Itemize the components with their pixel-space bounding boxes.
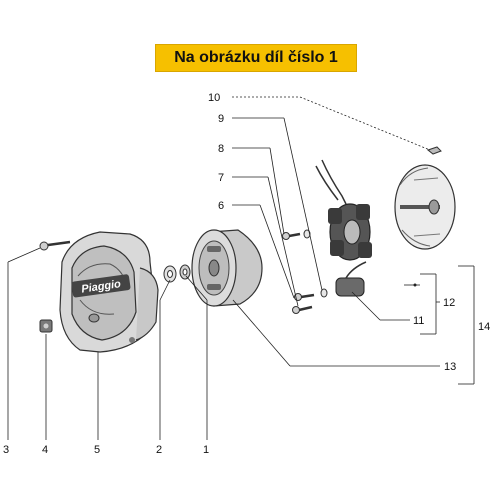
engine-case — [394, 164, 456, 250]
callout-7: 7 — [218, 172, 224, 184]
stator — [315, 159, 372, 261]
callout-5: 5 — [94, 444, 100, 456]
part-number-banner: Na obrázku díl číslo 1 — [155, 44, 357, 72]
nut — [39, 319, 53, 333]
leader-lines — [7, 96, 475, 440]
woodruff-key — [426, 146, 442, 155]
callout-13: 13 — [444, 361, 456, 373]
pickup-coil — [335, 261, 367, 297]
flywheel-cover: Piaggio — [59, 231, 159, 353]
callout-4: 4 — [42, 444, 48, 456]
cover-logo: Piaggio — [81, 278, 122, 295]
flywheel-nut — [179, 264, 191, 280]
stator-screw-short — [282, 232, 301, 240]
callout-6: 6 — [218, 200, 224, 212]
callout-11: 11 — [413, 315, 424, 327]
callout-3: 3 — [3, 444, 9, 456]
callout-14: 14 — [478, 321, 490, 333]
callout-12: 12 — [443, 297, 455, 309]
callout-10: 10 — [208, 92, 220, 104]
stator-washer — [303, 229, 328, 298]
callout-8: 8 — [218, 143, 224, 155]
callout-2: 2 — [156, 444, 162, 456]
cover-screw — [39, 240, 71, 251]
washer — [163, 265, 177, 283]
callout-1: 1 — [203, 444, 209, 456]
callout-9: 9 — [218, 113, 224, 125]
stator-screw-long — [292, 293, 315, 314]
flywheel-rotor — [191, 229, 263, 307]
